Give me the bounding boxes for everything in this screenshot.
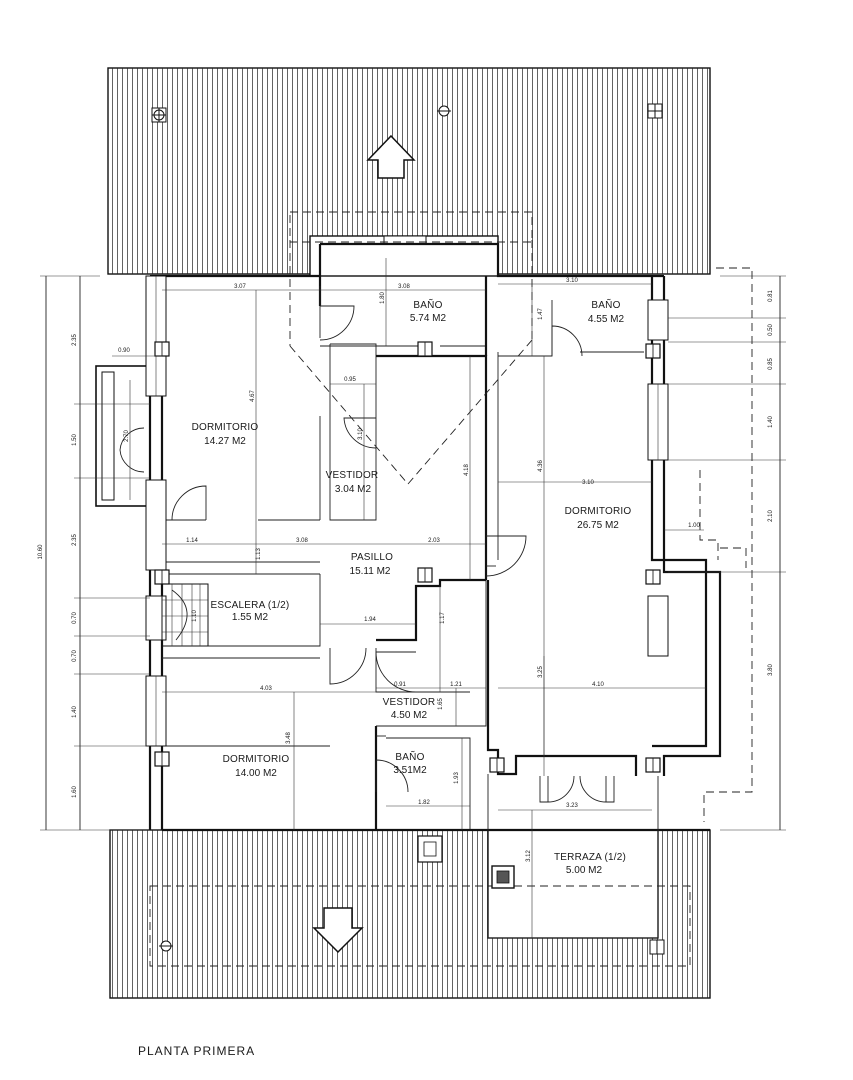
dim-right-chain: 2.10: [768, 510, 774, 522]
room-vestidor-2-name: VESTIDOR: [383, 697, 436, 708]
dim-label: 1.17: [440, 612, 446, 624]
dim-label: 2.03: [428, 538, 440, 544]
dim-left-chain: 1.60: [72, 786, 78, 798]
dim-label: 2.70: [124, 430, 130, 442]
column-markers: [154, 341, 661, 773]
dim-label: 4.67: [250, 390, 256, 402]
dim-label: 3.12: [526, 850, 532, 862]
room-bano-2-area: 4.55 M2: [588, 314, 625, 325]
dim-left-chain: 1.40: [72, 706, 78, 718]
room-escalera-name: ESCALERA (1/2): [211, 600, 290, 611]
dim-left-chain: 1.50: [72, 434, 78, 446]
dim-label: 1.65: [438, 698, 444, 710]
room-vestidor-2-area: 4.50 M2: [391, 710, 428, 721]
dimension-guides: [112, 258, 706, 938]
room-dormitorio-3-area: 14.00 M2: [235, 768, 277, 779]
room-terraza-area: 5.00 M2: [566, 865, 603, 876]
dim-label: 3.10: [566, 278, 578, 284]
room-dormitorio-3-name: DORMITORIO: [223, 754, 290, 765]
room-bano-1-area: 5.74 M2: [410, 313, 447, 324]
dim-label: 1.14: [186, 538, 198, 544]
dim-label: 3.08: [296, 538, 308, 544]
dim-label: 0.91: [394, 682, 406, 688]
dim-left-chain: 0.70: [72, 650, 78, 662]
dim-label: 1.80: [380, 292, 386, 304]
dim-label: 4.18: [464, 464, 470, 476]
windows: [145, 275, 669, 747]
survey-marker-icon: [647, 103, 663, 119]
dim-label: 1.13: [256, 548, 262, 560]
dimension-labels: 3.07 3.08 3.10 1.80 1.47 0.90 0.95 4.67 …: [38, 278, 774, 862]
room-bano-3-area: 3.51M2: [393, 765, 427, 776]
dim-label: 4.10: [592, 682, 604, 688]
dim-right-chain: 0.50: [768, 324, 774, 336]
dim-label: 3.10: [582, 480, 594, 486]
dim-right-chain: 1.40: [768, 416, 774, 428]
dim-label: 4.03: [260, 686, 272, 692]
dim-label: 0.90: [118, 348, 130, 354]
survey-marker-icon: [151, 107, 167, 123]
dim-label: 1.94: [364, 617, 376, 623]
roof-top: [107, 67, 711, 277]
room-escalera-area: 1.55 M2: [232, 612, 269, 623]
dim-right-chain: 0.81: [768, 290, 774, 302]
dim-label: 1.82: [418, 800, 430, 806]
dim-label: 4.36: [538, 460, 544, 472]
room-terraza-name: TERRAZA (1/2): [554, 852, 626, 863]
doors: [119, 305, 607, 803]
eave-outline: [699, 267, 753, 822]
dim-left-chain: 0.70: [72, 612, 78, 624]
plan-title: PLANTA PRIMERA: [138, 1044, 255, 1058]
dim-label: 1.47: [538, 308, 544, 320]
room-pasillo-area: 15.11 M2: [350, 566, 391, 577]
dim-label: 0.95: [344, 377, 356, 383]
room-bano-2-name: BAÑO: [591, 298, 620, 311]
staircase: [161, 583, 209, 647]
dim-label: 3.08: [398, 284, 410, 290]
roof-bottom: [109, 829, 711, 999]
room-dormitorio-1-name: DORMITORIO: [192, 422, 259, 433]
room-dormitorio-2-name: DORMITORIO: [565, 506, 632, 517]
room-bano-1-name: BAÑO: [413, 298, 442, 311]
dim-label: 1.00: [688, 523, 700, 529]
right-dimension-chain: [668, 275, 786, 831]
dim-total-left: 10.60: [38, 544, 44, 560]
room-bano-3-name: BAÑO: [395, 750, 424, 763]
room-pasillo-name: PASILLO: [351, 552, 393, 563]
dim-left-chain: 2.35: [72, 534, 78, 546]
dim-label: 1.21: [450, 682, 462, 688]
dim-label: 3.10: [358, 428, 364, 440]
dim-label: 1.93: [454, 772, 460, 784]
room-vestidor-1-area: 3.04 M2: [335, 484, 372, 495]
dim-left-chain: 2.35: [72, 334, 78, 346]
down-arrow-icon: [312, 907, 364, 954]
survey-marker-icon: [649, 939, 665, 955]
room-vestidor-1-name: VESTIDOR: [326, 470, 379, 481]
dim-label: 3.25: [538, 666, 544, 678]
left-dimension-chain: [40, 275, 150, 831]
chimney-icon: [491, 865, 515, 889]
dim-label: 1.10: [192, 610, 198, 622]
dim-label: 3.48: [286, 732, 292, 744]
dim-label: 3.23: [566, 803, 578, 809]
room-dormitorio-1-area: 14.27 M2: [204, 436, 246, 447]
survey-marker-icon: [159, 940, 173, 952]
dim-right-chain: 0.85: [768, 358, 774, 370]
dim-right-chain: 3.80: [768, 664, 774, 676]
room-labels: DORMITORIO 14.27 M2 BAÑO 5.74 M2 BAÑO 4.…: [192, 298, 632, 876]
dim-label: 3.07: [234, 284, 246, 290]
room-dormitorio-2-area: 26.75 M2: [577, 520, 619, 531]
up-arrow-icon: [366, 134, 416, 179]
survey-marker-icon: [437, 105, 451, 117]
